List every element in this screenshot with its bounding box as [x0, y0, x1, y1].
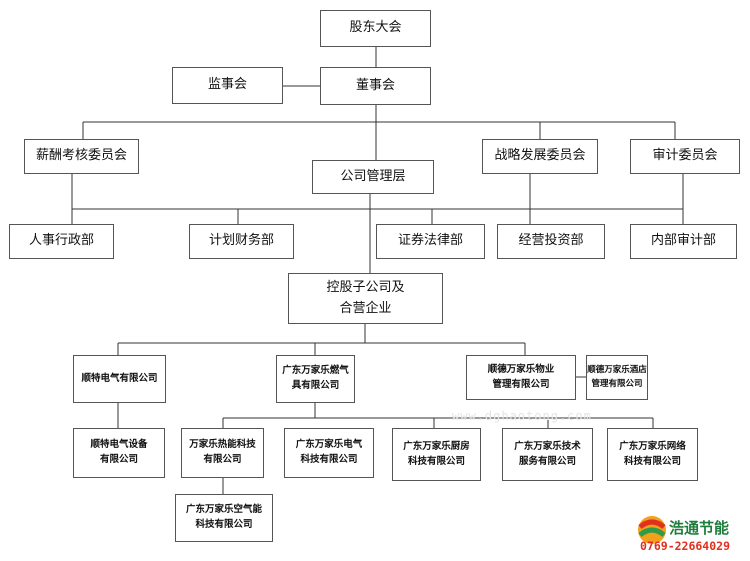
brand-logo-icon	[638, 516, 666, 544]
thermal-energy-box: 万家乐热能科技有限公司	[181, 428, 264, 478]
brand-name: 浩通节能	[669, 519, 730, 537]
shunde-hotel-label-line1: 顺德万家乐酒店	[587, 365, 647, 376]
compensation-committee-box: 薪酬考核委员会	[24, 139, 139, 174]
kitchen-tech-label-line1: 广东万家乐厨房	[403, 440, 470, 452]
management-label: 公司管理层	[340, 168, 406, 184]
gas-appliance-box: 广东万家乐燃气具有限公司	[276, 355, 355, 403]
strategy-committee-box: 战略发展委员会	[482, 139, 598, 174]
shareholders-label: 股东大会	[349, 20, 402, 36]
hr-admin-dept-label: 人事行政部	[28, 233, 94, 249]
brand-phone: 0769-22664029	[640, 539, 731, 553]
tech-service-label-line2: 服务有限公司	[518, 455, 576, 467]
thermal-energy-label-line1: 万家乐热能科技	[189, 439, 256, 451]
shunte-equipment-label-line2: 有限公司	[99, 454, 138, 465]
compensation-committee-label: 薪酬考核委员会	[35, 148, 127, 164]
network-tech-label-line2: 科技有限公司	[623, 455, 681, 467]
shareholders-box: 股东大会	[320, 10, 431, 47]
planning-finance-dept-label: 计划财务部	[208, 233, 274, 249]
kitchen-tech-label-line2: 科技有限公司	[407, 455, 465, 467]
securities-legal-dept-label: 证券法律部	[397, 233, 463, 249]
securities-legal-dept-box: 证券法律部	[376, 224, 485, 259]
holdings-label-line1: 控股子公司及	[326, 280, 405, 296]
shunte-equipment-box: 顺特电气设备有限公司	[73, 428, 165, 478]
shunte-electric-box: 顺特电气有限公司	[73, 355, 166, 403]
shunde-property-label-line2: 管理有限公司	[492, 378, 550, 390]
air-energy-box: 广东万家乐空气能科技有限公司	[175, 494, 273, 542]
shunte-equipment-label-line1: 顺特电气设备	[90, 439, 148, 451]
hr-admin-dept-box: 人事行政部	[9, 224, 114, 259]
strategy-committee-label: 战略发展委员会	[494, 148, 586, 164]
shunde-hotel-box: 顺德万家乐酒店管理有限公司	[586, 355, 648, 400]
network-tech-box: 广东万家乐网络科技有限公司	[607, 428, 698, 481]
operations-investment-dept-box: 经营投资部	[497, 224, 605, 259]
audit-committee-box: 审计委员会	[630, 139, 740, 174]
internal-audit-dept-label: 内部审计部	[650, 233, 716, 249]
kitchen-tech-box: 广东万家乐厨房科技有限公司	[392, 428, 481, 481]
shunde-property-box: 顺德万家乐物业管理有限公司	[466, 355, 576, 400]
air-energy-label-line1: 广东万家乐空气能	[185, 504, 262, 516]
electric-tech-label-line1: 广东万家乐电气	[295, 439, 363, 451]
holdings-label-line2: 合营企业	[339, 300, 392, 316]
board-box: 董事会	[320, 67, 431, 105]
holdings-box: 控股子公司及合营企业	[288, 273, 443, 324]
tech-service-label-line1: 广东万家乐技术	[514, 440, 581, 452]
site-watermark: www.dghaotong.com	[452, 409, 592, 423]
management-box: 公司管理层	[312, 160, 434, 194]
network-tech-label-line1: 广东万家乐网络	[619, 440, 686, 452]
internal-audit-dept-box: 内部审计部	[630, 224, 737, 259]
supervisors-box: 监事会	[172, 67, 283, 104]
gas-appliance-label-line1: 广东万家乐燃气	[282, 365, 349, 377]
planning-finance-dept-box: 计划财务部	[189, 224, 294, 259]
thermal-energy-label-line2: 有限公司	[203, 454, 242, 465]
electric-tech-label-line2: 科技有限公司	[300, 454, 358, 465]
shunte-electric-label: 顺特电气有限公司	[81, 372, 158, 384]
electric-tech-box: 广东万家乐电气科技有限公司	[284, 428, 374, 478]
shunde-property-label-line1: 顺德万家乐物业	[487, 363, 555, 375]
supervisors-label: 监事会	[207, 77, 247, 93]
board-label: 董事会	[355, 77, 395, 93]
tech-service-box: 广东万家乐技术服务有限公司	[502, 428, 593, 481]
air-energy-label-line2: 科技有限公司	[195, 519, 253, 530]
operations-investment-dept-label: 经营投资部	[518, 233, 584, 249]
audit-committee-label: 审计委员会	[652, 148, 718, 164]
shunde-hotel-label-line2: 管理有限公司	[591, 378, 643, 389]
gas-appliance-label-line2: 具有限公司	[291, 380, 340, 391]
